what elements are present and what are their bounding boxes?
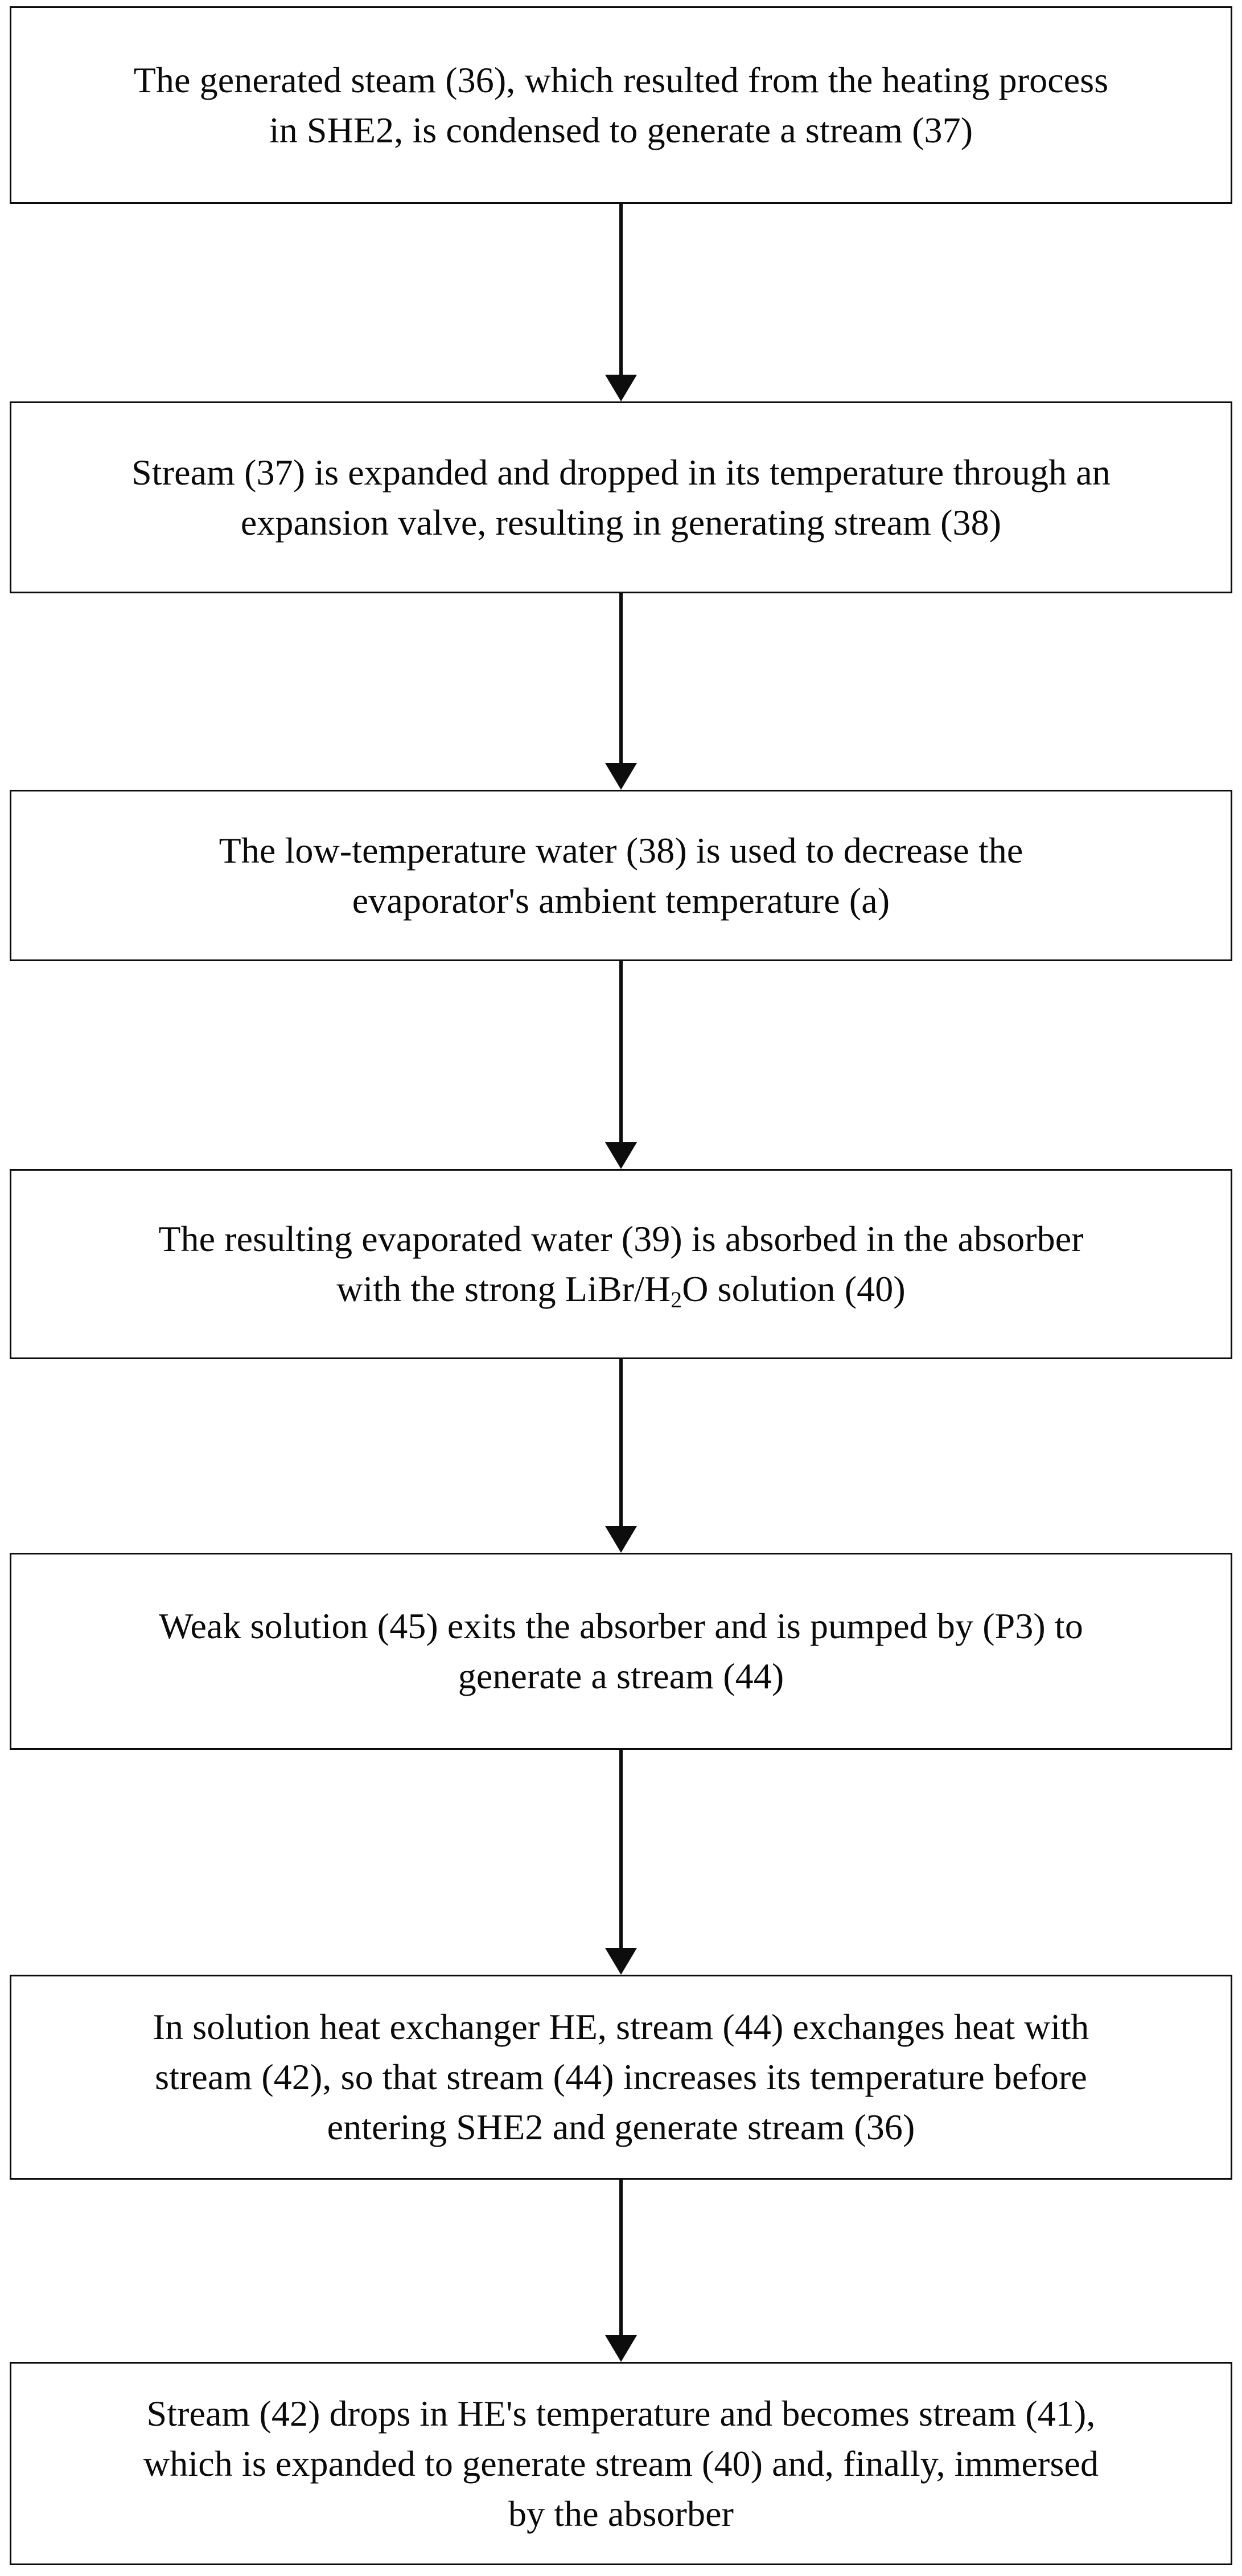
node-4-text-part-1: The resulting evaporated water (39) is a… [158, 1219, 1084, 1309]
connector-line [619, 204, 623, 375]
flowchart-node-3-label: The low-temperature water (38) is used t… [219, 830, 1023, 921]
flowchart-node-7: Stream (42) drops in HE's temperature an… [10, 2362, 1232, 2565]
flowchart-node-4: The resulting evaporated water (39) is a… [10, 1169, 1232, 1359]
connector-line [619, 593, 623, 763]
flowchart-node-5-label: Weak solution (45) exits the absorber an… [159, 1606, 1083, 1696]
flowchart-node-7-label: Stream (42) drops in HE's temperature an… [143, 2393, 1099, 2534]
flowchart-node-6: In solution heat exchanger HE, stream (4… [10, 1975, 1232, 2180]
arrow-down-icon [605, 1526, 637, 1553]
flowchart-connector-5 [605, 1750, 637, 1975]
flowchart-node-2: Stream (37) is expanded and dropped in i… [10, 401, 1232, 593]
flowchart-connector-4 [605, 1359, 637, 1553]
flowchart-node-1: The generated steam (36), which resulted… [10, 6, 1232, 204]
connector-line [619, 2180, 623, 2335]
flowchart-connector-2 [605, 593, 637, 790]
arrow-down-icon [605, 1142, 637, 1169]
arrow-down-icon [605, 2335, 637, 2362]
arrow-down-icon [605, 763, 637, 790]
node-4-text-part-2: O solution (40) [682, 1269, 906, 1309]
arrow-down-icon [605, 375, 637, 401]
flowchart-connector-3 [605, 961, 637, 1169]
flowchart-node-1-label: The generated steam (36), which resulted… [133, 59, 1109, 150]
flowchart-node-2-label: Stream (37) is expanded and dropped in i… [131, 452, 1111, 543]
flowchart-connector-6 [605, 2180, 637, 2362]
connector-line [619, 1750, 623, 1948]
connector-line [619, 961, 623, 1142]
arrow-down-icon [605, 1948, 637, 1975]
flowchart-node-5: Weak solution (45) exits the absorber an… [10, 1553, 1232, 1750]
flowchart-connector-1 [605, 204, 637, 401]
connector-line [619, 1359, 623, 1526]
flowchart-node-3: The low-temperature water (38) is used t… [10, 790, 1232, 961]
subscript-2: 2 [671, 1287, 682, 1313]
flowchart-node-4-label: The resulting evaporated water (39) is a… [11, 1214, 1231, 1314]
flowchart-node-6-label: In solution heat exchanger HE, stream (4… [153, 2007, 1089, 2147]
